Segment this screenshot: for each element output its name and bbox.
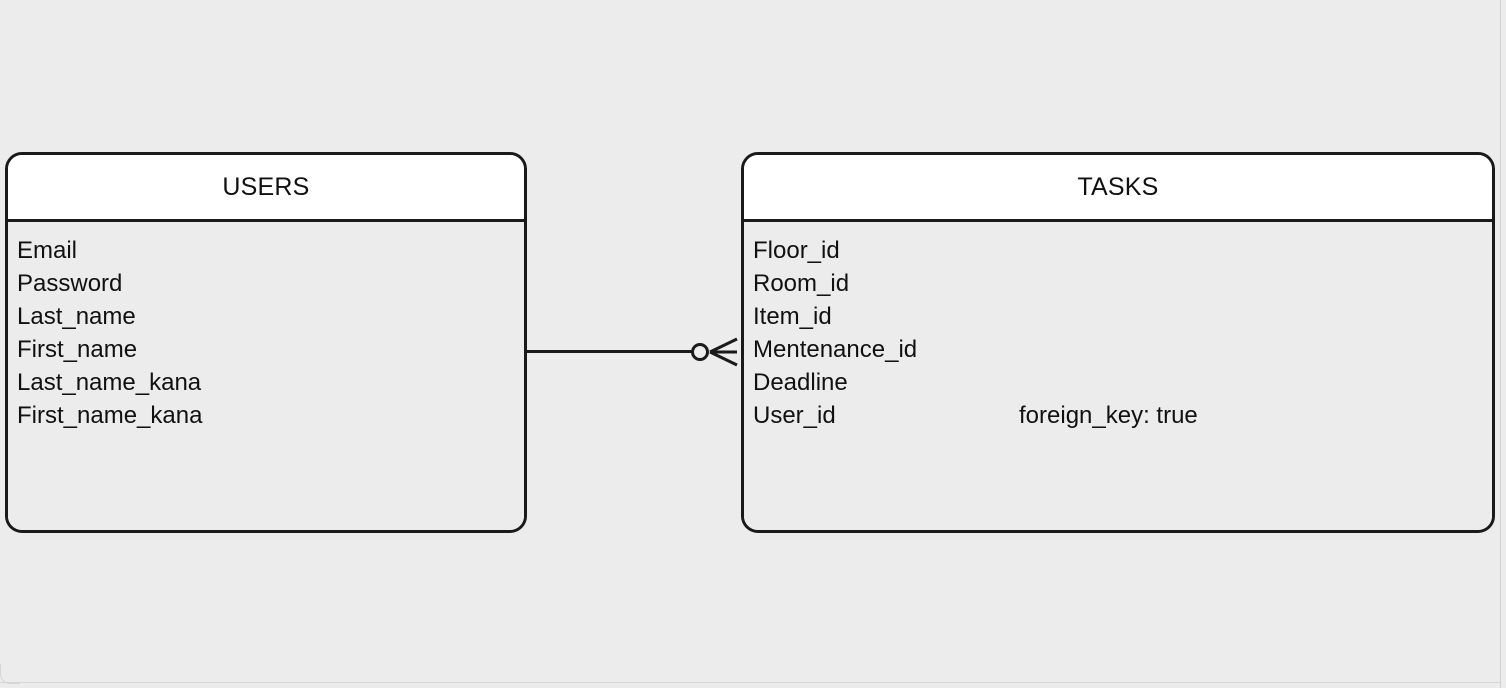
attribute-name: Last_name_kana [17, 369, 202, 396]
attribute-row[interactable]: Deadline [753, 366, 1492, 399]
entity-tasks[interactable]: TASKS Floor_id Room_id Item_id Mentenanc… [741, 152, 1495, 533]
relationship-line-users-tasks[interactable] [527, 350, 695, 353]
attribute-name: Password [17, 270, 123, 297]
attribute-row[interactable]: First_name_kana [17, 399, 524, 432]
attribute-foreign-key-note: foreign_key: true [1019, 402, 1198, 429]
attribute-row[interactable]: Room_id [753, 267, 1492, 300]
attribute-name: Email [17, 237, 78, 264]
attribute-name: Deadline [753, 369, 848, 396]
attribute-row[interactable]: Item_id [753, 300, 1492, 333]
attribute-name: First_name [17, 336, 138, 363]
attribute-name: Room_id [753, 270, 850, 297]
attribute-name: Last_name [17, 303, 136, 330]
attribute-name: Item_id [753, 303, 832, 330]
entity-users-attribute-list: Email Password Last_name First_name Last… [8, 222, 524, 530]
attribute-row[interactable]: Last_name_kana [17, 366, 524, 399]
attribute-row[interactable]: Floor_id [753, 234, 1492, 267]
attribute-row[interactable]: Email [17, 234, 524, 267]
attribute-row[interactable]: Password [17, 267, 524, 300]
entity-users-title: USERS [222, 172, 310, 201]
attribute-name: Floor_id [753, 237, 840, 264]
attribute-row[interactable]: Mentenance_id [753, 333, 1492, 366]
entity-users[interactable]: USERS Email Password Last_name First_nam… [5, 152, 527, 533]
attribute-row[interactable]: User_id foreign_key: true [753, 399, 1492, 432]
attribute-name: Mentenance_id [753, 336, 918, 363]
canvas-bottom-left-corner [0, 664, 20, 684]
attribute-row[interactable]: Last_name [17, 300, 524, 333]
entity-tasks-title: TASKS [1077, 172, 1159, 201]
relationship-endpoint-zero-or-many-icon[interactable] [688, 330, 748, 374]
attribute-row[interactable]: First_name [17, 333, 524, 366]
entity-tasks-attribute-list: Floor_id Room_id Item_id Mentenance_id D… [744, 222, 1492, 530]
entity-tasks-header: TASKS [744, 155, 1492, 222]
attribute-name: User_id [753, 402, 836, 429]
entity-users-header: USERS [8, 155, 524, 222]
attribute-name: First_name_kana [17, 402, 203, 429]
canvas-bottom-border [0, 682, 1500, 683]
canvas-right-border [1500, 0, 1501, 688]
